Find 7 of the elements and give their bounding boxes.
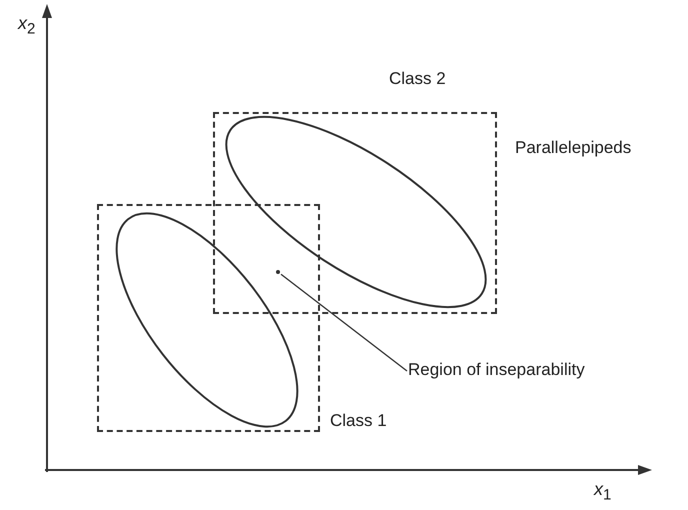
class-label: Region of inseparability <box>408 361 585 380</box>
leader-line <box>280 274 408 372</box>
class-label: Class 1 <box>330 412 387 431</box>
axis-label: x$_{2}$ <box>18 14 36 38</box>
axis-label: x$_{1}$ <box>594 480 612 504</box>
parallelepipeds-label: Parallelepipeds <box>515 139 632 158</box>
class-label: Class 2 <box>389 70 446 89</box>
